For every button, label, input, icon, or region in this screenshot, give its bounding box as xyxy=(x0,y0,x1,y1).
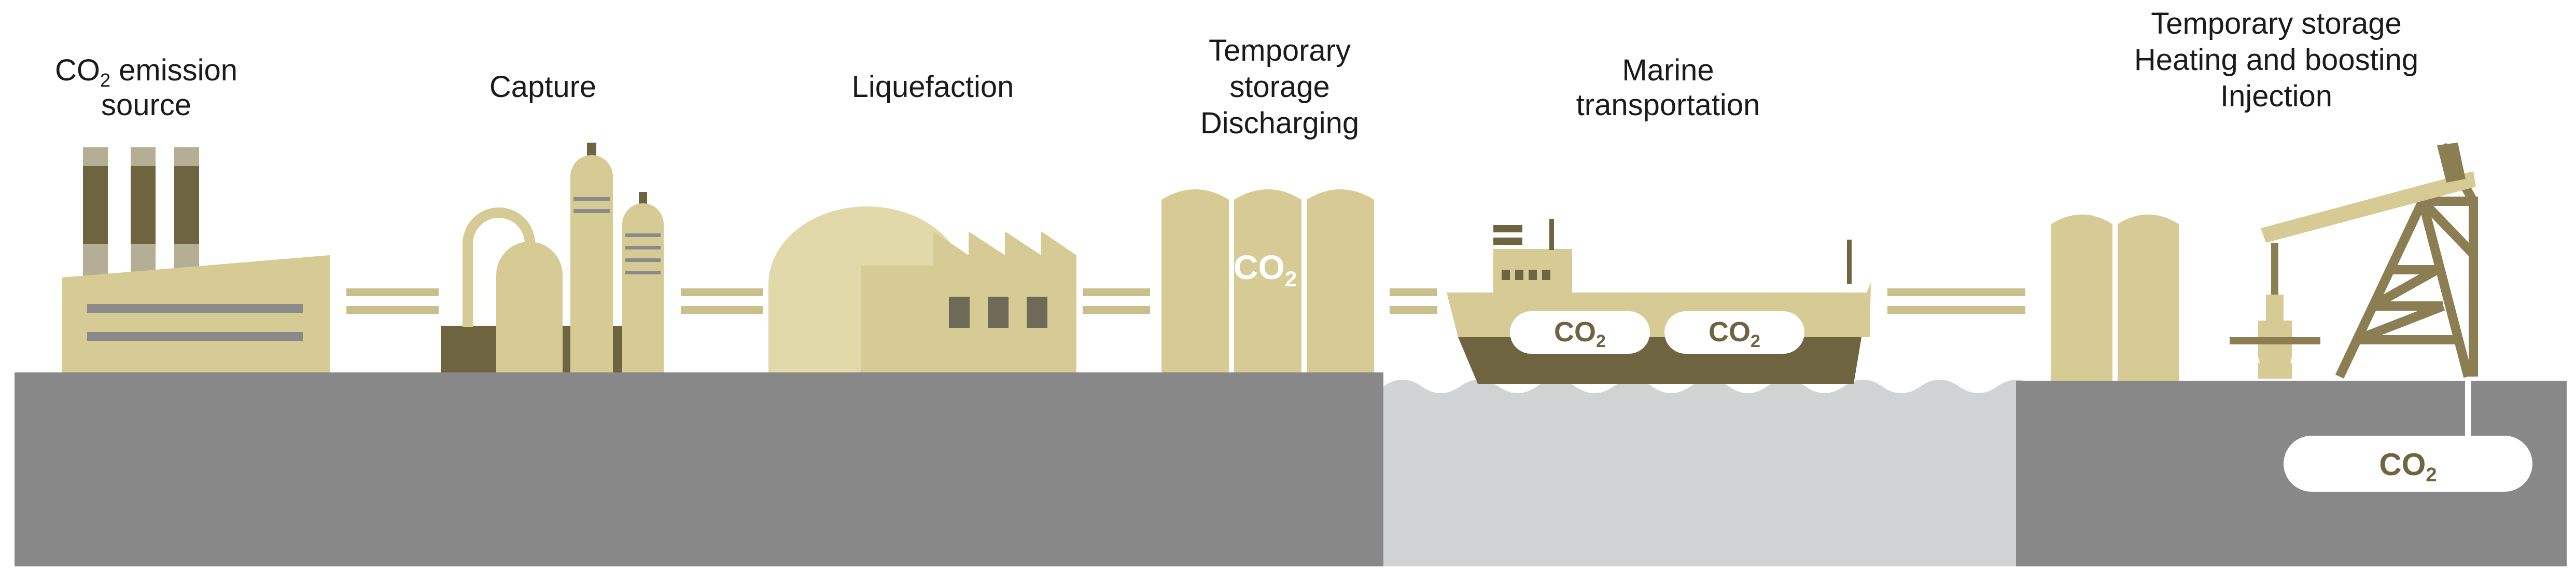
label-emission-source-2: source xyxy=(101,88,191,122)
factory-icon xyxy=(62,147,330,372)
label-injection-2: Heating and boosting xyxy=(2134,43,2418,77)
label-emission-source: CO2 emission xyxy=(55,53,237,91)
co2-label-tanks: CO2 xyxy=(1234,248,1297,291)
label-liquefaction: Liquefaction xyxy=(852,70,1014,104)
pipeline-connector-3 xyxy=(1083,288,1150,314)
sea-water xyxy=(1383,380,2036,566)
pipeline-connector-4 xyxy=(1390,288,1437,314)
co2-label-ship-left: CO2 xyxy=(1554,316,1606,351)
land-left xyxy=(15,372,1383,566)
injection-well-pipe xyxy=(2465,379,2471,440)
label-injection-3: Injection xyxy=(2220,79,2332,113)
storage-tanks-icon: CO2 xyxy=(1161,189,1374,372)
pumpjack-icon xyxy=(2230,143,2478,379)
injection-tanks-icon xyxy=(2051,214,2179,381)
pipeline-connector-5 xyxy=(1887,288,2025,314)
co2-label-reservoir: CO2 xyxy=(2379,447,2437,486)
pipeline-connector-1 xyxy=(346,288,439,314)
label-temp-storage-3: Discharging xyxy=(1200,106,1359,140)
co2-label-ship-right: CO2 xyxy=(1709,316,1760,351)
label-capture: Capture xyxy=(489,70,596,104)
co2-reservoir xyxy=(2284,436,2532,492)
label-marine-1: Marine xyxy=(1622,53,1714,87)
pipeline-connector-2 xyxy=(681,288,763,314)
ship-icon: CO2 CO2 xyxy=(1447,219,1871,384)
label-temp-storage-2: storage xyxy=(1229,70,1329,104)
liquefaction-plant-icon xyxy=(768,206,1076,372)
label-temp-storage-1: Temporary xyxy=(1209,34,1351,67)
label-injection-1: Temporary storage xyxy=(2151,7,2402,40)
label-marine-2: transportation xyxy=(1576,88,1760,122)
capture-plant-icon xyxy=(441,143,664,372)
